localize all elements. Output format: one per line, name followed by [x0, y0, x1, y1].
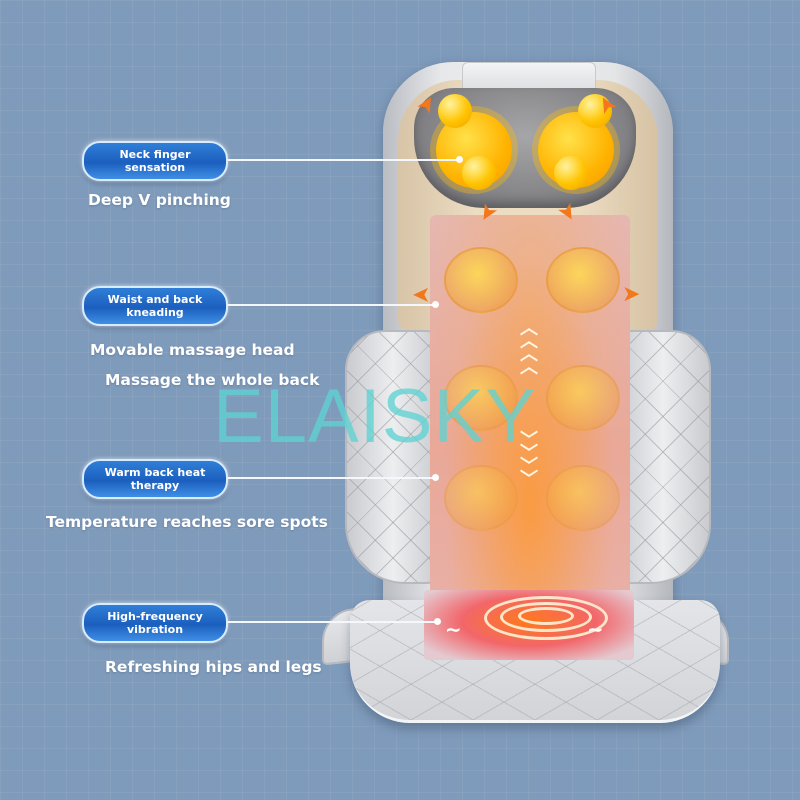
- feature-caption-secondary: Massage the whole back: [105, 371, 320, 389]
- neck-ball-icon: [578, 94, 612, 128]
- kneading-arrow-icon: ➤: [622, 282, 641, 307]
- chevron-up-icon: ︿: [520, 318, 538, 339]
- leader-dot: [456, 156, 463, 163]
- neck-pillow: [414, 88, 636, 208]
- chevron-down-icon: ﹀: [520, 456, 538, 477]
- leader-line: [228, 159, 460, 161]
- chevron-up-icon: ︿: [520, 344, 538, 365]
- leader-dot: [432, 301, 439, 308]
- feature-badge-vibration: High-frequency vibration: [82, 603, 228, 643]
- roller-upper-right: [546, 247, 620, 313]
- vibration-ring-icon: [484, 596, 608, 640]
- roller-mid-right: [546, 365, 620, 431]
- roller-mid-left: [444, 365, 518, 431]
- feature-badge-label: Neck finger sensation: [119, 148, 191, 174]
- vibration-wave-icon: ≀: [583, 626, 608, 634]
- left-side-wing-quilted: [345, 330, 441, 584]
- roller-low-left: [444, 465, 518, 531]
- feature-badge-back: Waist and back kneading: [82, 286, 228, 326]
- chevron-down-icon: ﹀: [520, 430, 538, 451]
- feature-badge-heat: Warm back heat therapy: [82, 459, 228, 499]
- vibration-ring-icon: [518, 607, 574, 625]
- feature-caption: Refreshing hips and legs: [105, 658, 322, 676]
- vibration-wave-icon: ≀: [441, 626, 466, 634]
- roller-upper-left: [444, 247, 518, 313]
- back-heat-pad: [430, 215, 630, 605]
- brand-watermark: ELAISKY: [213, 374, 537, 459]
- chevron-up-icon: ︿: [520, 331, 538, 352]
- right-side-wing-quilted: [615, 330, 711, 584]
- roller-low-right: [546, 465, 620, 531]
- leader-dot: [434, 618, 441, 625]
- feature-badge-neck: Neck finger sensation: [82, 141, 228, 181]
- movement-chevrons: ︿ ︿ ︿ ︿ ﹀ ﹀ ﹀ ﹀: [509, 318, 549, 490]
- leader-line: [228, 621, 435, 623]
- chevron-up-icon: ︿: [520, 357, 538, 378]
- vibration-ring-icon: [500, 602, 592, 632]
- chevron-down-icon: ﹀: [520, 443, 538, 464]
- feature-caption: Deep V pinching: [88, 191, 231, 209]
- feature-badge-label: Waist and back kneading: [107, 293, 203, 319]
- feature-badge-label: Warm back heat therapy: [104, 466, 206, 492]
- neck-ball-icon: [462, 156, 496, 190]
- leader-dot: [432, 474, 439, 481]
- neck-ball-icon: [554, 156, 588, 190]
- feature-caption: Temperature reaches sore spots: [46, 513, 328, 531]
- neck-ball-icon: [438, 94, 472, 128]
- leader-line: [228, 477, 433, 479]
- feature-badge-label: High-frequency vibration: [107, 610, 203, 636]
- seat-vibration-pad: ≀ ≀: [424, 590, 634, 660]
- chevron-down-icon: ﹀: [520, 469, 538, 490]
- feature-caption: Movable massage head: [90, 341, 295, 359]
- leader-line: [228, 304, 433, 306]
